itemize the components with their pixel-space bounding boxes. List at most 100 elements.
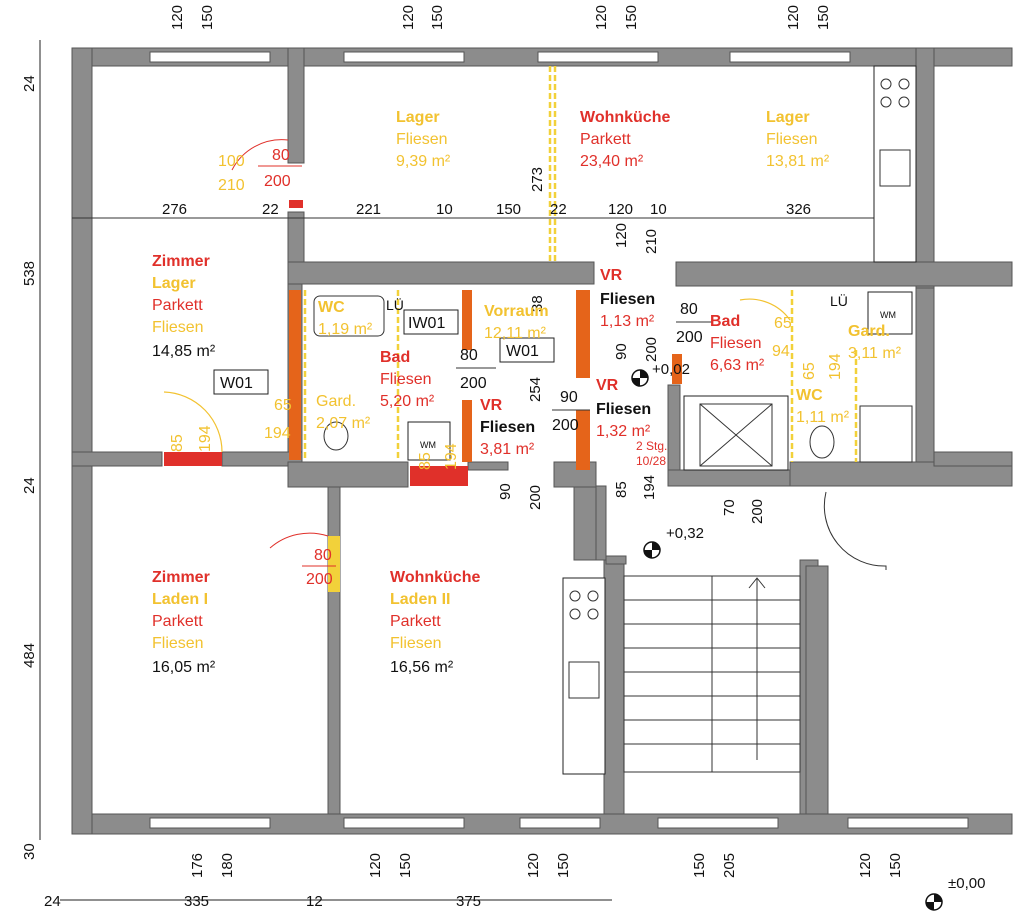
- mark-94: 94: [772, 343, 790, 360]
- wall-v1: [287, 47, 305, 164]
- room-vr3-floor: Fliesen: [596, 401, 651, 418]
- dim-top-c1: 120: [593, 5, 610, 30]
- dim-top-d2: 150: [815, 5, 832, 30]
- counter-bottom: [562, 577, 606, 775]
- room-zimmer2-name1: Zimmer: [152, 569, 210, 586]
- wall-left: [71, 47, 93, 835]
- room-zimmer2-floor2: Fliesen: [152, 635, 204, 652]
- entry-door: [823, 491, 887, 570]
- mark-200e: 200: [527, 485, 544, 510]
- room-wohnkueche2-name2: Laden II: [390, 591, 450, 608]
- mark-80a: 80: [272, 147, 290, 164]
- stg-label-2: 10/28: [636, 454, 666, 468]
- dim-bot-d2: 205: [721, 853, 738, 878]
- room-vr2-area: 1,13 m²: [600, 313, 655, 330]
- room-vr2-name: VR: [600, 267, 623, 284]
- room-wohnkueche1-name: Wohnküche: [580, 109, 670, 126]
- wall-stair-l: [595, 485, 607, 561]
- details: [72, 65, 917, 775]
- w01-box-2: [499, 337, 555, 363]
- dim-top-a1: 120: [169, 5, 186, 30]
- mark-200b: 200: [306, 571, 333, 588]
- orange-block-3: [462, 400, 472, 462]
- room-wohnkueche2-floor1: Parkett: [390, 613, 441, 630]
- room-wohnkueche2-floor2: Fliesen: [390, 635, 442, 652]
- window-bot-4: [657, 817, 779, 829]
- dim-m-22b: 22: [550, 201, 567, 218]
- door-swing-4: [739, 298, 791, 321]
- window-top-3: [537, 51, 659, 63]
- hob-8: [587, 608, 599, 620]
- mark-80-vr: 80: [680, 301, 698, 318]
- room-zimmer2-area: 16,05 m²: [152, 659, 216, 676]
- wm-label-1: WM: [420, 440, 436, 450]
- level-markers: [631, 369, 943, 911]
- mark-90a: 90: [560, 389, 578, 406]
- room-bad2-name: Bad: [710, 313, 740, 330]
- wall-stair-r: [805, 565, 829, 815]
- room-bad1-name: Bad: [380, 349, 410, 366]
- mark-90b: 90: [497, 483, 514, 500]
- orange-block-6: [672, 354, 682, 384]
- dim-left-24a: 24: [21, 75, 38, 92]
- room-zimmer1-floor2: Fliesen: [152, 319, 204, 336]
- mark-200-vr: 200: [676, 329, 703, 346]
- room-labels: Lager Fliesen 9,39 m² Wohnküche Parkett …: [152, 109, 902, 676]
- wall-h8: [287, 261, 595, 285]
- mark-200d: 200: [552, 417, 579, 434]
- w01-label-2: W01: [506, 343, 539, 360]
- hob-2: [898, 78, 910, 90]
- room-vr3-area: 1,32 m²: [596, 423, 651, 440]
- room-wohnkueche1-area: 23,40 m²: [580, 153, 644, 170]
- level-marker-032: [643, 541, 661, 559]
- mark-200f: 200: [643, 337, 660, 362]
- room-vorraum-name: Vorraum: [484, 303, 549, 320]
- dashed-partitions: [303, 66, 858, 462]
- sink-top: [879, 149, 911, 187]
- washer-box-2: [867, 291, 913, 335]
- room-wohnkueche1-floor: Parkett: [580, 131, 631, 148]
- mark-65b: 65: [774, 315, 792, 332]
- room-wc1-area: 1,19 m²: [318, 321, 373, 338]
- window-bot-1: [149, 817, 271, 829]
- room-wohnkueche2-name1: Wohnküche: [390, 569, 480, 586]
- fixture-labels: W01 IW01 W01 LÜ LÜ WM WM 2 Stg. 10/28: [220, 292, 896, 468]
- dim-top-c2: 150: [623, 5, 640, 30]
- level-marker-000: [925, 893, 943, 911]
- counter-top: [873, 65, 917, 263]
- mark-70: 70: [721, 499, 738, 516]
- dim-bot-d1: 150: [691, 853, 708, 878]
- room-bad2-floor: Fliesen: [710, 335, 762, 352]
- dim-m-120: 120: [608, 201, 633, 218]
- door-marks: 100 210 80 200 273 120 210 38 80 200 80 …: [169, 147, 844, 588]
- orange-block-1: [289, 290, 301, 460]
- mark-200a: 200: [264, 173, 291, 190]
- mark-65c: 65: [801, 362, 818, 380]
- hob-1: [880, 78, 892, 90]
- dim-m-10a: 10: [436, 201, 453, 218]
- door-swing-2: [269, 532, 329, 549]
- room-vr3-name: VR: [596, 377, 619, 394]
- mark-85c: 85: [613, 481, 630, 498]
- room-zimmer1-floor1: Parkett: [152, 297, 203, 314]
- dim-b-375: 375: [456, 893, 481, 910]
- wall-vr: [667, 384, 681, 471]
- dim-bot-c1: 120: [525, 853, 542, 878]
- level-marker-002: [631, 369, 649, 387]
- mark-194b: 194: [264, 425, 291, 442]
- yellow-opening: [328, 536, 340, 592]
- dim-m-326: 326: [786, 201, 811, 218]
- lue-label-1: LÜ: [386, 296, 404, 313]
- mark-100: 100: [218, 153, 245, 170]
- room-zimmer1-area: 14,85 m²: [152, 343, 216, 360]
- hob-5: [569, 590, 581, 602]
- iw01-label: IW01: [408, 315, 445, 332]
- dim-b-335: 335: [184, 893, 209, 910]
- level-zero-label: ±0,00: [948, 875, 985, 892]
- mark-200g: 200: [749, 499, 766, 524]
- stg-label: 2 Stg.: [636, 439, 667, 453]
- red-mark-1: [289, 200, 303, 208]
- orange-block-5: [576, 410, 590, 470]
- mark-194d: 194: [827, 353, 844, 380]
- dimension-texts: 120 150 120 150 120 150 120 150 176 180 …: [21, 5, 985, 910]
